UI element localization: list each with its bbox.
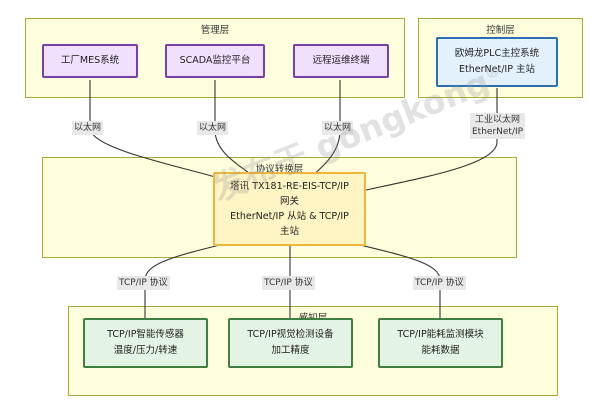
scada-platform-node: SCADA监控平台 <box>165 44 265 78</box>
edge-plc-gateway <box>365 88 498 191</box>
omron-plc-label: 欧姆龙PLC主控系统 <box>454 48 540 59</box>
gateway-type-label: 网关 <box>279 196 299 207</box>
protocol-layer-title: 协议转换层 <box>255 164 304 175</box>
energy-monitor-label: TCP/IP能耗监测模块 <box>397 329 484 340</box>
scada-platform-label: SCADA监控平台 <box>179 55 251 66</box>
gateway-role-label-cont: 主站 <box>279 226 299 237</box>
omron-plc-role: EtherNet/IP 主站 <box>459 64 535 75</box>
remote-terminal-label: 远程运维终端 <box>312 55 370 66</box>
vision-inspection-label: TCP/IP视觉检测设备 <box>247 329 334 340</box>
edge-label-plc-line1: 工业以太网 <box>475 115 521 125</box>
smart-sensor-metrics: 温度/压力/转速 <box>113 345 178 356</box>
mes-system-label: 工厂MES系统 <box>60 55 120 66</box>
energy-monitor-node: TCP/IP能耗监测模块 能耗数据 <box>378 318 503 368</box>
edge-label-vision: TCP/IP 协议 <box>262 276 315 290</box>
remote-terminal-node: 远程运维终端 <box>293 44 389 78</box>
edge-label-plc-line2: EtherNet/IP <box>472 127 524 137</box>
gateway-node: 塔讯 TX181-RE-EIS-TCP/IP 网关 EtherNet/IP 从站… <box>213 172 366 246</box>
smart-sensor-node: TCP/IP智能传感器 温度/压力/转速 <box>83 318 208 368</box>
edge-label-energy: TCP/IP 协议 <box>413 276 466 290</box>
gateway-role-label: EtherNet/IP 从站 & TCP/IP <box>230 211 349 222</box>
mes-system-node: 工厂MES系统 <box>42 44 138 78</box>
smart-sensor-label: TCP/IP智能传感器 <box>107 329 184 340</box>
edge-label-sensor: TCP/IP 协议 <box>117 276 170 290</box>
edge-label-remote: 以太网 <box>322 121 354 135</box>
gateway-model-label: 塔讯 TX181-RE-EIS-TCP/IP <box>230 181 349 192</box>
edge-mes-gateway <box>89 80 233 183</box>
omron-plc-node: 欧姆龙PLC主控系统 EtherNet/IP 主站 <box>436 37 558 87</box>
management-layer-title: 管理层 <box>200 25 230 36</box>
control-layer-title: 控制层 <box>486 25 515 36</box>
edge-label-mes: 以太网 <box>72 121 104 135</box>
energy-monitor-metrics: 能耗数据 <box>421 345 460 356</box>
vision-inspection-metrics: 加工精度 <box>271 345 310 356</box>
vision-inspection-node: TCP/IP视觉检测设备 加工精度 <box>228 318 353 368</box>
edge-label-scada: 以太网 <box>197 121 229 135</box>
edge-label-plc: 工业以太网 EtherNet/IP <box>470 113 526 139</box>
